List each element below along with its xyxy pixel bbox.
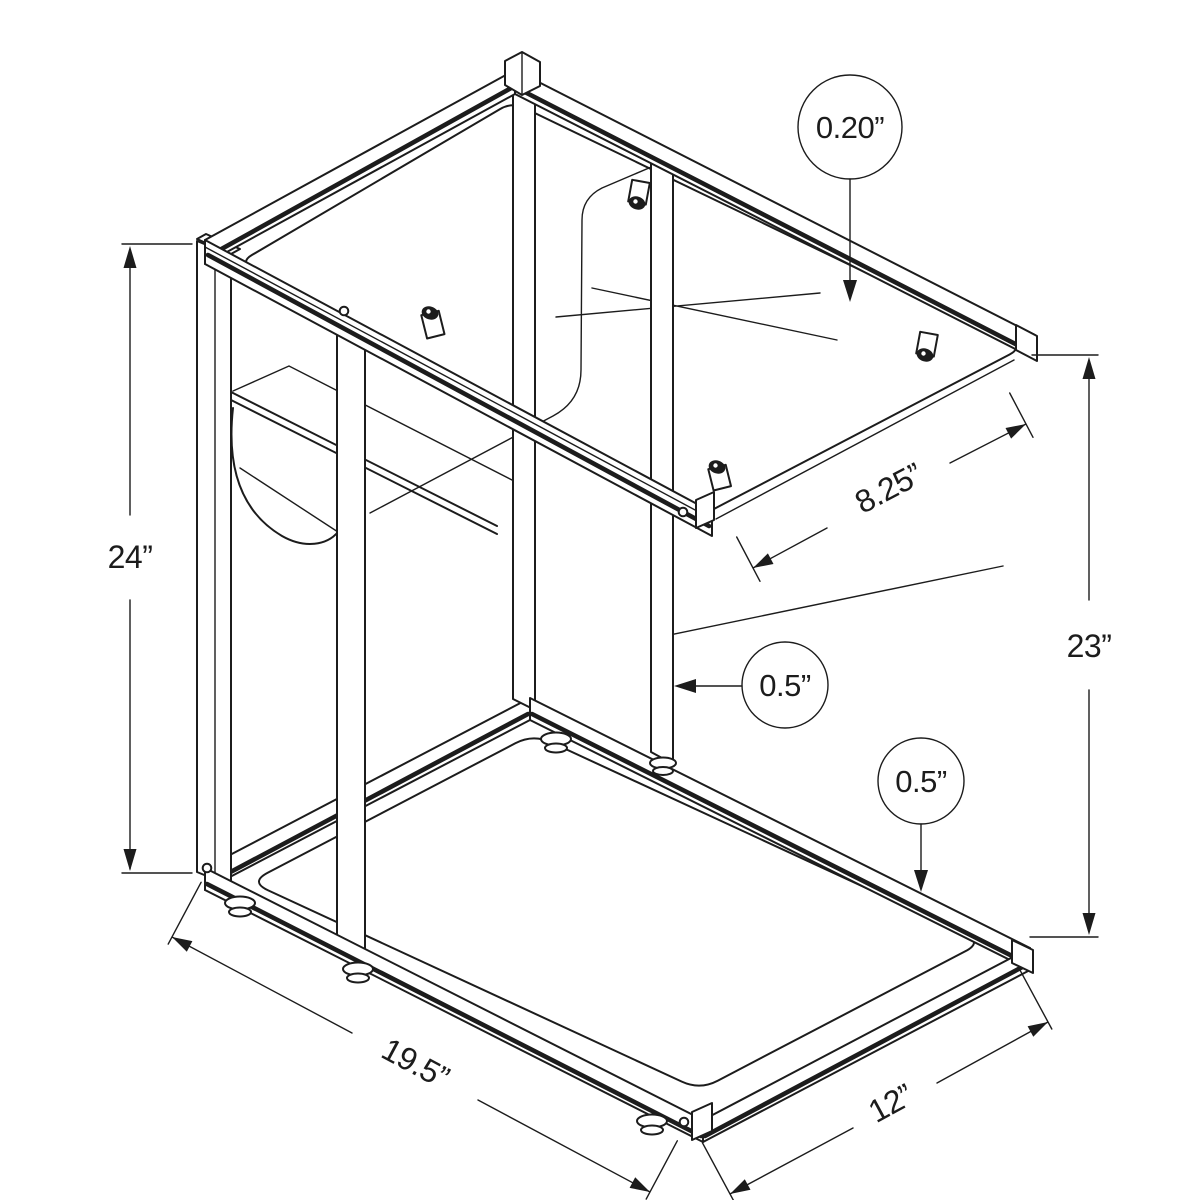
base-front-corner-cap [691, 1102, 713, 1141]
bolt-hole [678, 1116, 690, 1128]
bolt-hole [677, 506, 689, 518]
table-drawing [196, 51, 1038, 1143]
bolt-holes [201, 305, 690, 1128]
middle-post [336, 323, 366, 954]
balloon-label-glass-thickness: 0.20” [816, 110, 884, 145]
front-leg-post [649, 157, 677, 776]
dim-label-overall-height: 24” [108, 539, 153, 575]
top-right-corner-cap [1015, 324, 1038, 362]
mid-shine-line [659, 565, 1004, 638]
back-panel [196, 233, 366, 954]
base-right-corner-cap [1011, 939, 1034, 974]
dim-overall-height: 24” [108, 243, 193, 874]
balloon-frame-thickness-base: 0.5” [877, 737, 965, 892]
top-arm-end-cap [695, 491, 715, 529]
balloon-glass-thickness: 0.20” [797, 74, 903, 302]
rear-leg-post [512, 85, 536, 711]
glass-reflection-swoosh [369, 164, 657, 514]
leader-arrow-icon [674, 679, 696, 693]
glass-clip [420, 306, 446, 340]
glass-shine-lines [555, 287, 838, 341]
glass-clip [707, 460, 732, 492]
glass-edge-thickness [715, 359, 1015, 520]
feet [224, 731, 668, 1136]
balloon-label-frame-thickness-base: 0.5” [895, 764, 947, 799]
bolt-hole [338, 305, 350, 317]
glass-clips [420, 178, 939, 492]
leader-arrow-icon [914, 870, 928, 892]
glass-clip [915, 330, 939, 362]
leader-arrow-icon [843, 280, 857, 302]
top-frame [204, 51, 1038, 537]
dim-side-height: 23” [1029, 354, 1112, 938]
glass-clip [627, 178, 651, 210]
sling-lip [239, 467, 339, 533]
sling-fabric-curve [230, 407, 339, 545]
left-post [196, 240, 232, 887]
sling-back-rod [232, 365, 513, 481]
balloon-frame-thickness-mid: 0.5” [674, 641, 829, 729]
balloon-label-frame-thickness-mid: 0.5” [759, 668, 811, 703]
balloon-circle [741, 641, 829, 729]
glass-bottom-shelf [257, 737, 976, 1087]
dim-label-side-height: 23” [1067, 628, 1112, 664]
bolt-hole [201, 862, 213, 874]
